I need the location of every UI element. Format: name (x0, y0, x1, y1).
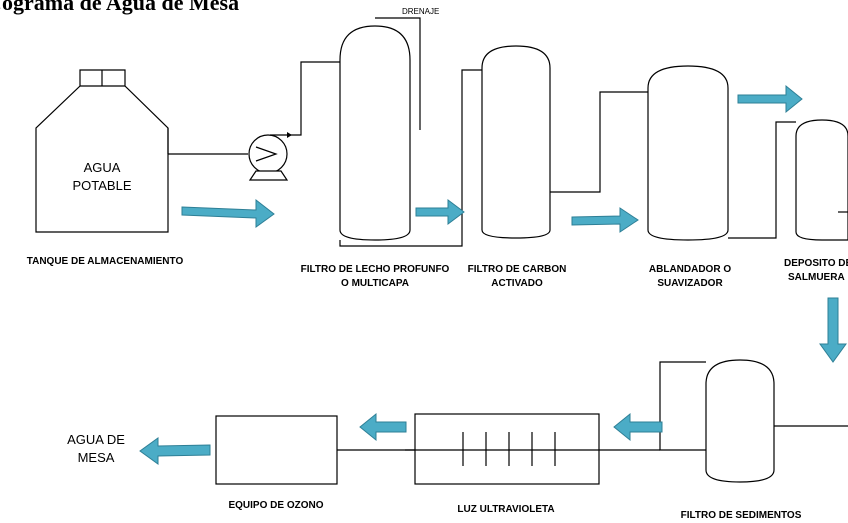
uv-light-unit (405, 413, 660, 485)
flow-arrow-right-icon (415, 199, 465, 225)
brine-tank (795, 119, 848, 241)
flow-arrow-right-icon (737, 84, 803, 114)
softener-tank (647, 65, 796, 241)
pump-icon (248, 132, 292, 181)
deposito-label-1: DEPOSITO DE (784, 258, 848, 269)
filtro-sedimentos-label: FILTRO DE SEDIMENTOS (681, 510, 802, 521)
sediment-filter-tank (659, 359, 848, 483)
luz-uv-label: LUZ ULTRAVIOLETA (457, 504, 554, 515)
flow-arrow-right-icon (181, 198, 275, 228)
filtro-carbon-label-2: ACTIVADO (491, 278, 543, 289)
storage-tank (35, 69, 248, 233)
filtro-lecho-label-1: FILTRO DE LECHO PROFUNFO (301, 264, 450, 275)
agua-potable-label-2: POTABLE (72, 178, 131, 193)
diagram-title: …ograma de Agua de Mesa (0, 0, 239, 15)
flow-arrow-left-icon (613, 412, 663, 442)
ablandador-label-2: SUAVIZADOR (657, 278, 723, 289)
filtro-lecho-label-2: O MULTICAPA (341, 278, 409, 289)
flow-arrow-right-icon (571, 207, 639, 233)
ozone-unit (215, 415, 415, 485)
flow-arrow-left-icon (139, 437, 211, 465)
filtro-carbon-label-1: FILTRO DE CARBON (468, 264, 567, 275)
flow-arrow-down-icon (819, 297, 847, 363)
deposito-label-2: SALMUERA (788, 272, 845, 283)
agua-mesa-label-1: AGUA DE (67, 432, 125, 447)
ozono-label: EQUIPO DE OZONO (228, 500, 323, 511)
flow-arrow-left-icon (359, 412, 407, 442)
multilayer-filter-tank (339, 17, 463, 247)
drenaje-label: DRENAJE (402, 7, 439, 16)
agua-mesa-label-2: MESA (78, 450, 115, 465)
tanque-label: TANQUE DE ALMACENAMIENTO (27, 256, 184, 267)
ablandador-label-1: ABLANDADOR O (649, 264, 731, 275)
carbon-filter-tank (461, 45, 648, 239)
agua-potable-label-1: AGUA (84, 160, 121, 175)
